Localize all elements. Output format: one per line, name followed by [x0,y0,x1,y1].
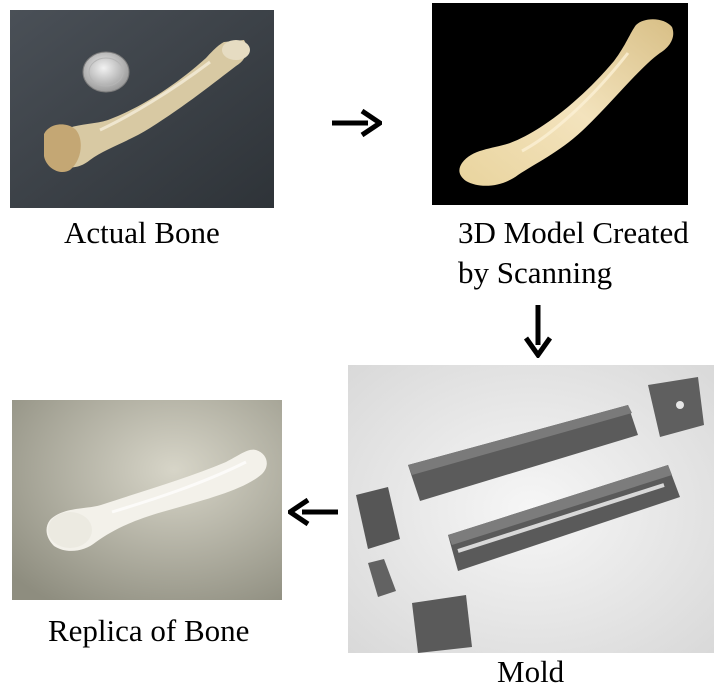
scanned-3d-model-image [432,3,688,205]
actual-bone-photo [10,10,274,208]
arrow-right-icon [330,108,382,138]
replica-bone-photo [12,400,282,600]
arrow-left-icon [288,497,340,527]
caption-replica: Replica of Bone [48,612,249,650]
caption-3d-model-line1: 3D Model Created [458,214,689,252]
arrow-down-icon [523,303,553,358]
mold-photo [348,365,714,653]
caption-actual-bone: Actual Bone [64,214,220,252]
caption-3d-model-line2: by Scanning [458,254,612,292]
caption-mold: Mold [497,653,564,691]
